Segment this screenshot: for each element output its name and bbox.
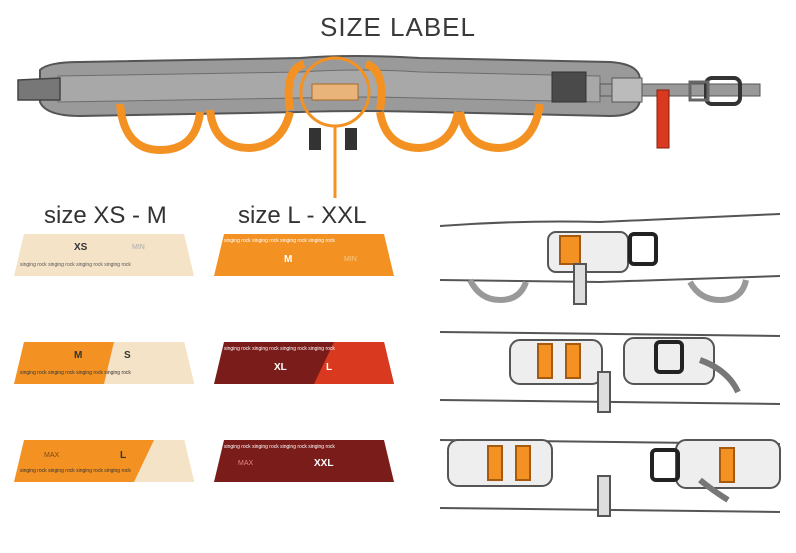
brand-text: singing rock singing rock singing rock s… bbox=[224, 238, 335, 244]
column-heading-l-xxl: size L - XXL bbox=[238, 202, 367, 229]
brand-text: singing rock singing rock singing rock s… bbox=[20, 370, 131, 376]
size-label-xl: singing rock singing rock singing rock s… bbox=[214, 342, 394, 384]
belt-tail-left bbox=[17, 77, 61, 101]
leg-buckle-right bbox=[345, 128, 357, 150]
size-label-big: XL bbox=[274, 362, 287, 373]
brand-text: singing rock singing rock singing rock s… bbox=[224, 346, 335, 352]
brand-text: singing rock singing rock singing rock s… bbox=[20, 468, 131, 474]
size-label-small: MIN bbox=[344, 256, 357, 263]
size-label-small: L bbox=[326, 362, 333, 373]
size-label-patch bbox=[311, 83, 359, 101]
size-label-big: XXL bbox=[314, 458, 334, 469]
buckle-step-3 bbox=[439, 439, 781, 517]
size-label-big: XS bbox=[74, 242, 88, 253]
column-heading-xs-m: size XS - M bbox=[44, 202, 167, 229]
diagram-title: SIZE LABEL bbox=[320, 12, 476, 42]
brand-text: singing rock singing rock singing rock s… bbox=[224, 444, 335, 450]
keeper-right bbox=[611, 77, 643, 103]
size-label-l: MAX L singing rock singing rock singing … bbox=[14, 440, 194, 482]
gear-loop-1 bbox=[116, 103, 204, 155]
size-label-small: S bbox=[124, 350, 131, 361]
buckle-step-2 bbox=[439, 331, 781, 413]
size-label-xs: XS MIN singing rock singing rock singing… bbox=[14, 234, 194, 276]
gear-loop-2 bbox=[206, 109, 294, 153]
front-loop-left bbox=[284, 60, 306, 111]
buckle-loop bbox=[688, 80, 710, 102]
front-loop-right bbox=[364, 60, 386, 111]
size-label-small: MIN bbox=[132, 244, 145, 251]
leg-buckle-left bbox=[309, 128, 321, 150]
gear-loop-4 bbox=[456, 103, 544, 153]
size-label-small: MAX bbox=[44, 452, 60, 459]
size-label-m: M S singing rock singing rock singing ro… bbox=[14, 342, 194, 384]
buckle-right bbox=[704, 76, 742, 106]
gear-loop-3 bbox=[376, 111, 462, 153]
size-label-big: L bbox=[120, 450, 127, 461]
size-label-xxl: singing rock singing rock singing rock s… bbox=[214, 440, 394, 482]
buckle-step-1 bbox=[439, 213, 781, 305]
size-label-m-large: singing rock singing rock singing rock s… bbox=[214, 234, 394, 276]
size-label-big: M bbox=[74, 350, 83, 361]
keeper-left bbox=[551, 71, 587, 103]
size-label-big: M bbox=[284, 254, 293, 265]
red-pull-tab bbox=[656, 89, 670, 149]
size-label-small: MAX bbox=[238, 460, 254, 467]
brand-text: singing rock singing rock singing rock s… bbox=[20, 262, 131, 268]
